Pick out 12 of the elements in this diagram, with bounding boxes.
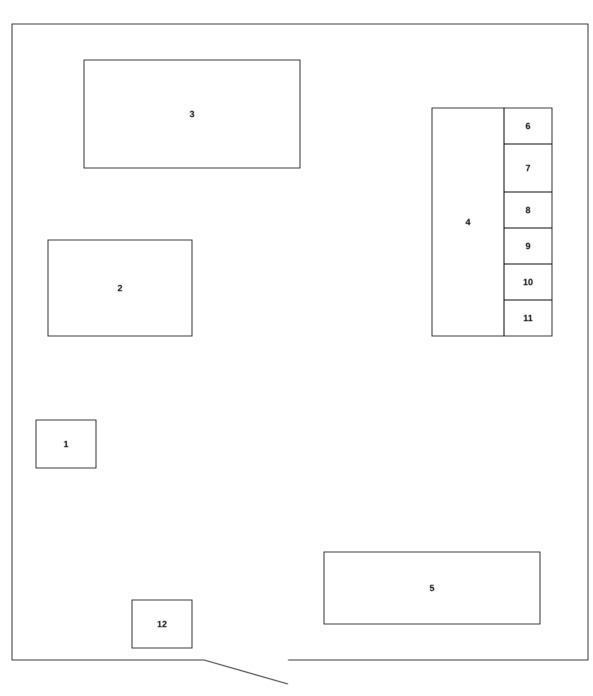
numbered-box: 7 [504, 144, 552, 192]
numbered-box: 10 [504, 264, 552, 300]
numbered-box: 1 [36, 420, 96, 468]
numbered-box: 3 [84, 60, 300, 168]
numbered-box: 8 [504, 192, 552, 228]
numbered-box: 6 [504, 108, 552, 144]
numbered-box: 2 [48, 240, 192, 336]
numbered-box: 12 [132, 600, 192, 648]
numbered-box: 5 [324, 552, 540, 624]
numbered-box: 11 [504, 300, 552, 336]
numbered-box: 4 [432, 108, 504, 336]
numbered-box: 9 [504, 228, 552, 264]
